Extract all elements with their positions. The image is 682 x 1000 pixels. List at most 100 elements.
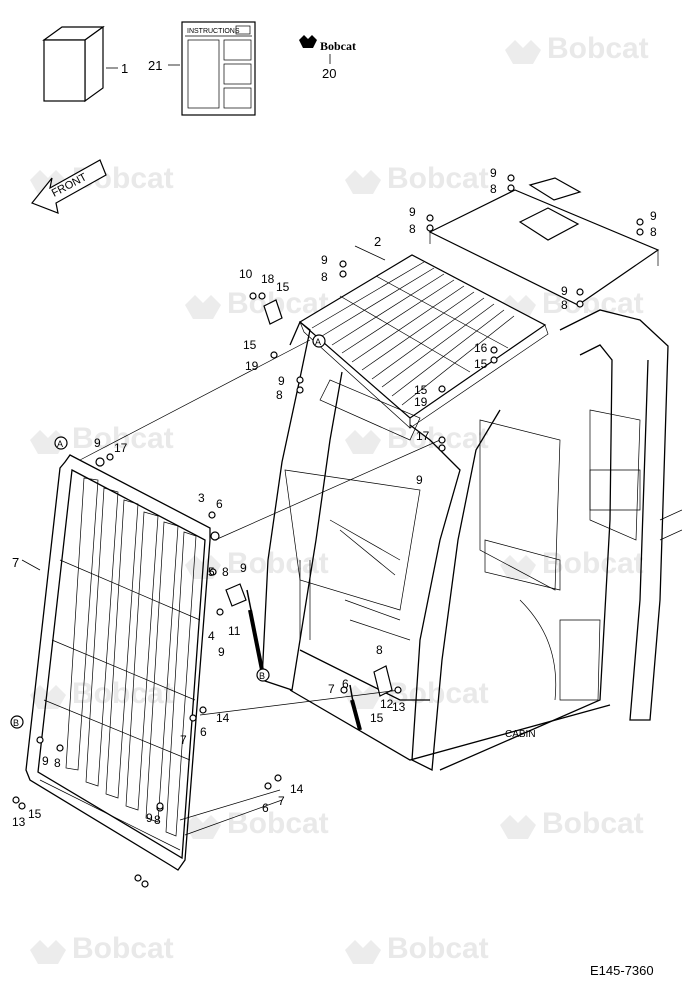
callout-13: 14 (216, 711, 230, 725)
callout-21: 21 (148, 58, 162, 73)
callout-8: 8 (650, 225, 657, 239)
callout-6: 13 (392, 700, 406, 714)
roof-bars (311, 261, 515, 406)
cabin-label: CABIN (505, 729, 536, 740)
callout-9: 9 (409, 205, 416, 219)
watermark-text: Bobcat (72, 422, 174, 455)
watermark-text: Bobcat (542, 547, 644, 580)
callout-8: 6 (342, 677, 349, 691)
callout-9: 16 (474, 341, 488, 355)
cabin-roof-panel (428, 177, 660, 306)
callout-7: 12 (380, 697, 394, 711)
callout-15: 19 (414, 395, 428, 409)
part-bracket-10 (263, 299, 283, 325)
callout-18: 15 (243, 338, 257, 352)
callout-17: 9 (94, 436, 101, 450)
callout-1: 1 (121, 61, 128, 76)
callout-8: 8 (490, 182, 497, 196)
callout-8: 15 (28, 807, 42, 821)
watermark: Bobcat (185, 547, 329, 580)
callout-7: 8 (154, 813, 161, 827)
callout-7: 9 (42, 754, 49, 768)
callout-6: 8 (54, 756, 61, 770)
callout-labels: 1 21 20 2 9 8 9 8 9 8 9 8 9 8 16 15 10 1… (12, 58, 657, 829)
part-instructions-manual: INSTRUCTIONS (181, 21, 256, 116)
decal-logo-text: Bobcat (320, 39, 356, 53)
watermark-text: Bobcat (227, 807, 329, 840)
callout-16: 10 (239, 267, 253, 281)
instructions-label: INSTRUCTIONS (187, 28, 240, 35)
callout-18: 15 (414, 383, 428, 397)
guard-support-rods (79, 339, 441, 836)
detail-marker-a: A (315, 337, 321, 347)
watermark: Bobcat (30, 932, 174, 965)
callout-8: 11 (228, 624, 241, 638)
watermark: Bobcat (345, 162, 489, 195)
callout-17: 6 (216, 497, 223, 511)
callout-2: 2 (374, 234, 381, 249)
callout-15: 7 (180, 733, 187, 747)
callout-9: 9 (490, 166, 497, 180)
callout-9: 9 (650, 209, 657, 223)
callout-8: 8 (321, 270, 328, 284)
watermark: Bobcat (345, 932, 489, 965)
watermark-text: Bobcat (72, 677, 174, 710)
part-bracket-4 (373, 665, 393, 697)
watermark: Bobcat (30, 677, 174, 710)
leader-lines (21, 64, 386, 571)
watermark: Bobcat (30, 422, 174, 455)
watermark: Bobcat (500, 807, 644, 840)
callout-9: 4 (208, 629, 215, 643)
part-box-1 (42, 25, 105, 103)
detail-markers: A A B B (10, 334, 326, 729)
callout-15: 6 (262, 801, 269, 815)
callout-6: 9 (146, 811, 153, 825)
part-bracket-5 (225, 583, 247, 607)
callout-20: 20 (322, 66, 336, 81)
detail-marker-a: A (57, 439, 63, 449)
callout-4: 8 (376, 643, 383, 657)
callout-10: 15 (276, 280, 290, 294)
watermark-text: Bobcat (542, 807, 644, 840)
watermark-text: Bobcat (387, 422, 489, 455)
watermark: Bobcat (500, 547, 644, 580)
fasteners (12, 174, 644, 888)
part-roof-guard-2 (298, 254, 549, 429)
watermark-text: Bobcat (387, 932, 489, 965)
watermark-layer: Bobcat Bobcat Bobcat Bobcat Bobcat Bobca… (30, 32, 649, 965)
watermark: Bobcat (345, 422, 489, 455)
callout-9: 17 (114, 441, 128, 455)
watermark: Bobcat (185, 287, 329, 320)
callout-15: 18 (261, 272, 275, 286)
callout-15: 19 (245, 359, 259, 373)
callout-5: 9 (240, 561, 247, 575)
callout-9: 9 (321, 253, 328, 267)
callout-7: 8 (222, 565, 229, 579)
callout-9: 13 (12, 815, 26, 829)
callout-14: 7 (278, 794, 285, 808)
callout-8: 8 (409, 222, 416, 236)
detail-marker-b: B (259, 671, 265, 681)
detail-marker-b: B (13, 718, 19, 728)
part-bobcat-decal: Bobcat (299, 35, 356, 64)
callout-15: 9 (278, 374, 285, 388)
callout-12: 15 (370, 711, 384, 725)
watermark-text: Bobcat (387, 162, 489, 195)
callout-9: 7 (328, 682, 335, 696)
callout-13: 14 (290, 782, 304, 796)
callout-6: 5 (208, 565, 215, 579)
callout-3: 7 (12, 555, 19, 570)
callout-9: 9 (561, 284, 568, 298)
callout-15: 17 (416, 429, 430, 443)
callout-8: 15 (474, 357, 488, 371)
callout-8: 8 (561, 298, 568, 312)
callout-19: 9 (416, 473, 423, 487)
watermark-text: Bobcat (72, 932, 174, 965)
cabin-frame: CABIN (261, 309, 682, 772)
watermark: Bobcat (185, 807, 329, 840)
callout-9: 3 (198, 491, 205, 505)
callout-11: 9 (218, 645, 225, 659)
part-front-guard-3 (25, 454, 220, 871)
callout-14: 6 (200, 725, 207, 739)
